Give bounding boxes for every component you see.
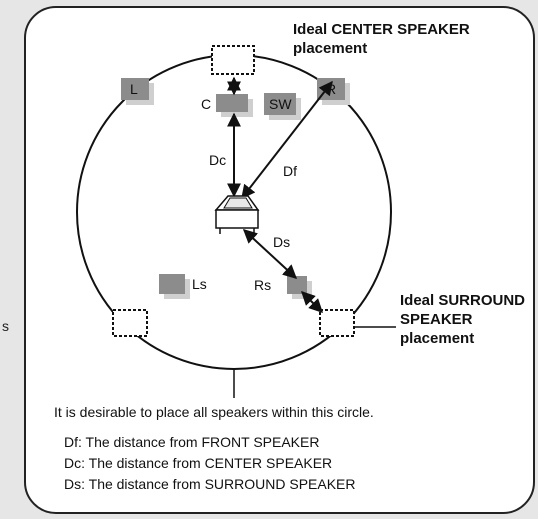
speaker-right-surround bbox=[287, 276, 312, 299]
circle-note: It is desirable to place all speakers wi… bbox=[54, 404, 374, 420]
legend: Df: The distance from FRONT SPEAKER Dc: … bbox=[64, 432, 356, 495]
ds-arrow-bottom bbox=[301, 291, 323, 313]
speaker-label-left-surround: Ls bbox=[192, 276, 207, 292]
legend-item-df: Df: The distance from FRONT SPEAKER bbox=[64, 434, 320, 450]
speaker-left bbox=[121, 78, 154, 105]
distance-label-dc: Dc bbox=[209, 152, 227, 168]
ideal-surround-left-box bbox=[112, 309, 148, 337]
ds-arrow bbox=[242, 229, 298, 279]
legend-item-ds: Ds: The distance from SURROUND SPEAKER bbox=[64, 476, 356, 492]
ideal-surround-label: Ideal SURROUND SPEAKER placement bbox=[400, 292, 526, 347]
distance-label-df: Df bbox=[283, 163, 297, 179]
speaker-diagram-svg bbox=[76, 45, 396, 398]
distance-label-ds: Ds bbox=[273, 234, 291, 250]
ideal-center-label: Ideal CENTER SPEAKER placement bbox=[293, 21, 470, 57]
speaker-center bbox=[216, 94, 253, 117]
ideal-center-box bbox=[211, 45, 255, 75]
speaker-label-subwoofer: SW bbox=[269, 96, 292, 112]
side-label: s bbox=[2, 318, 9, 334]
ideal-surround-right-box bbox=[319, 309, 355, 337]
legend-item-dc: Dc: The distance from CENTER SPEAKER bbox=[64, 455, 333, 471]
speaker-label-right: R bbox=[326, 81, 337, 97]
speaker-left-surround bbox=[159, 274, 190, 299]
listener-chair-icon bbox=[214, 195, 260, 234]
speaker-label-right-surround: Rs bbox=[254, 277, 272, 293]
speaker-label-center: C bbox=[201, 96, 212, 112]
diagram-panel: Ideal CENTER SPEAKER placement Ideal SUR… bbox=[24, 6, 535, 514]
speaker-label-left: L bbox=[130, 81, 138, 97]
df-arrow bbox=[241, 80, 333, 200]
